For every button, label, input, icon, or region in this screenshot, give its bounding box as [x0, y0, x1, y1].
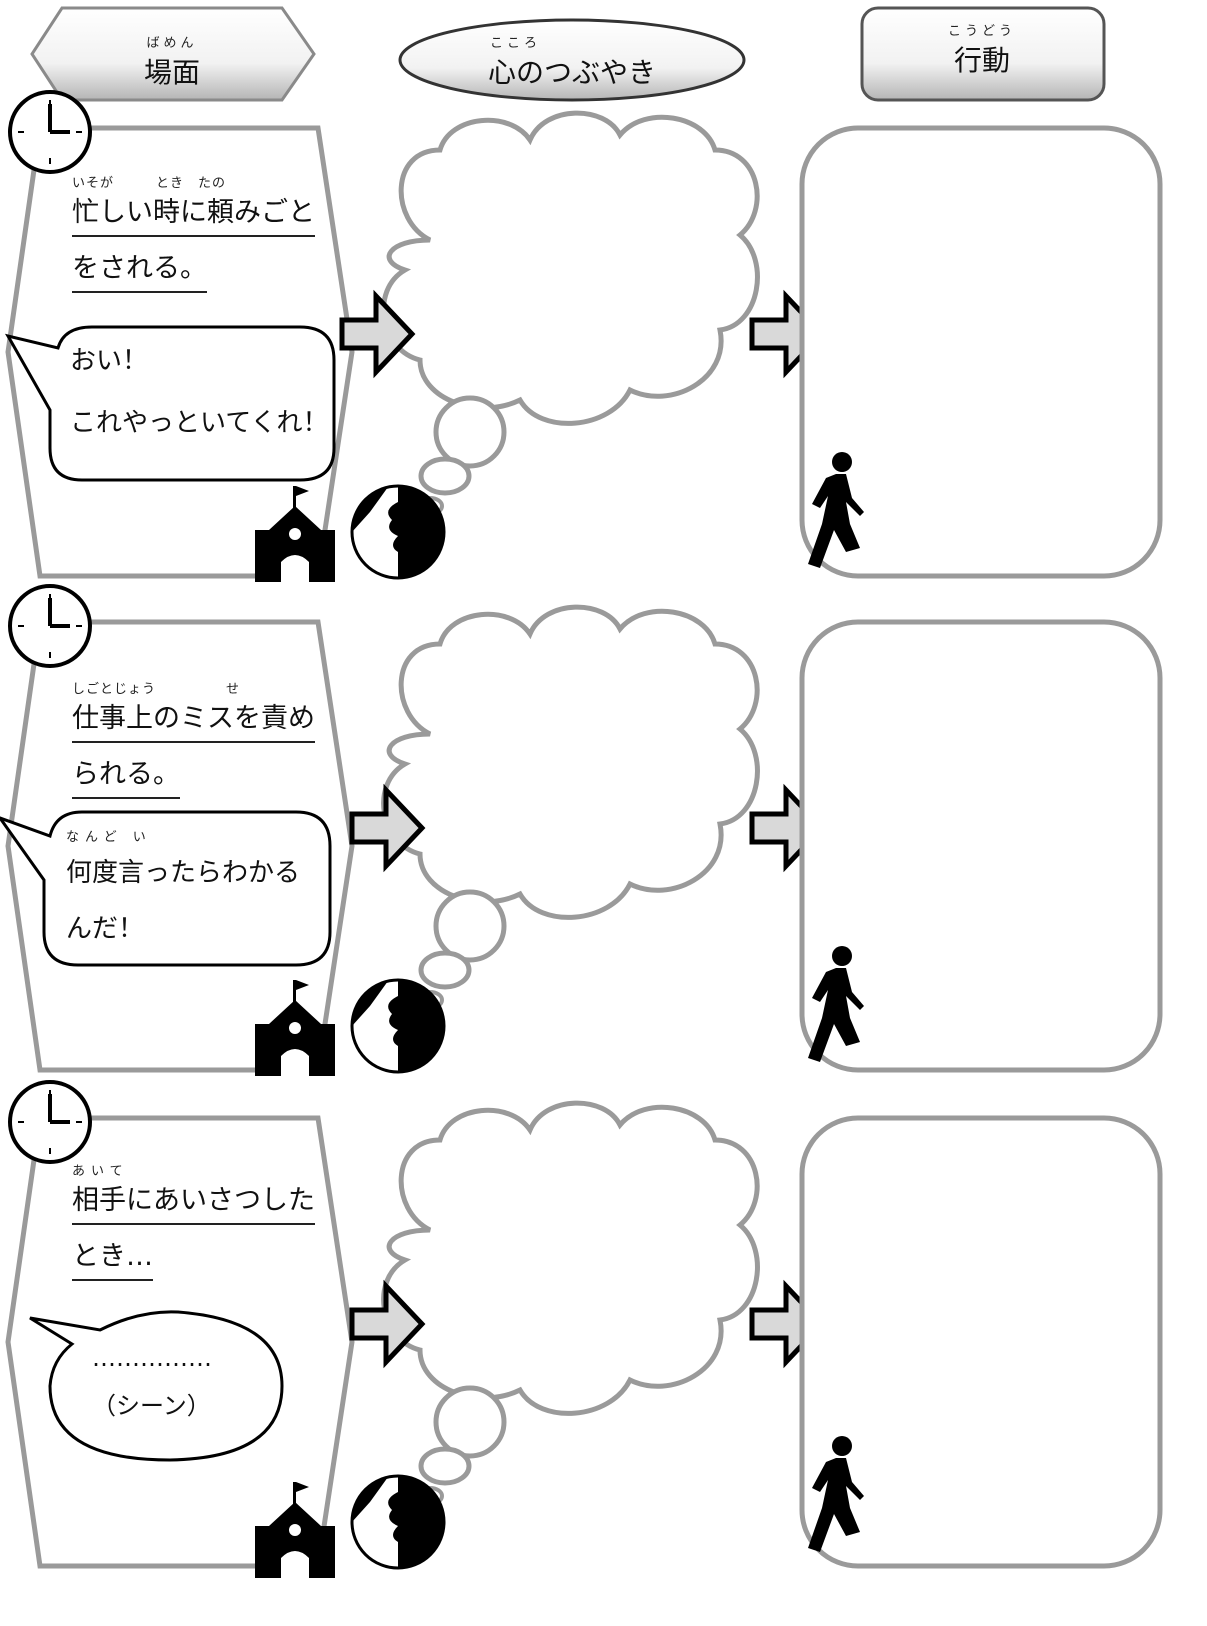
- action-panel: [799, 1115, 1163, 1569]
- speech-bubble-3: [29, 1310, 284, 1462]
- speech-line: おい！: [70, 346, 149, 376]
- scene-header-frame: [30, 6, 316, 102]
- action-header: こうどう 行動: [922, 20, 1042, 79]
- row-1-scene: いそが とき たの 忙しい時に頼みごと をされる。: [72, 172, 315, 303]
- row-2-speech: なんど い 何度言ったらわかる んだ！: [66, 826, 300, 957]
- action-header-label: 行動: [953, 44, 1010, 77]
- speech-bubble-2: [0, 810, 332, 967]
- scene-header-ruby: ばめん: [146, 36, 198, 51]
- scene-line: とき…: [72, 1235, 153, 1281]
- row-1-speech: おい！ これやっといてくれ！: [70, 330, 328, 454]
- mind-header-ruby: こころ: [490, 36, 542, 51]
- mind-header-label: 心のつぶやき: [487, 56, 656, 89]
- row-2-scene: しごとじょう せ 仕事上のミスを責め られる。: [72, 678, 315, 809]
- scene-line: 忙しい時に頼みごと: [72, 191, 315, 237]
- speech-line: ……………: [92, 1344, 212, 1372]
- scene-ruby: しごとじょう せ: [72, 682, 241, 697]
- mind-header-frame: [398, 18, 746, 102]
- scene-line: られる。: [72, 753, 180, 799]
- row-3-scene: あいて 相手にあいさつした とき…: [72, 1160, 315, 1291]
- speech-ruby: なんど い: [66, 830, 152, 845]
- scene-line: 相手にあいさつした: [72, 1179, 315, 1225]
- scene-ruby: あいて: [72, 1164, 129, 1179]
- row-3-speech: …………… （シーン）: [92, 1334, 212, 1430]
- speech-line: これやっといてくれ！: [70, 408, 329, 438]
- speech-bubble-1: [4, 325, 336, 482]
- mind-header: こころ 心のつぶやき: [462, 32, 682, 91]
- scene-line: をされる。: [72, 247, 207, 293]
- scene-line: 仕事上のミスを責め: [72, 697, 315, 743]
- action-panel: [799, 125, 1163, 579]
- action-header-frame: [860, 6, 1106, 102]
- action-header-ruby: こうどう: [947, 24, 1016, 39]
- scene-header: ばめん 場面: [112, 32, 232, 91]
- scene-header-label: 場面: [143, 56, 200, 89]
- action-panel: [799, 619, 1163, 1073]
- scene-ruby: いそが とき たの: [72, 176, 227, 191]
- speech-line: 何度言ったらわかる: [66, 858, 301, 888]
- speech-line: んだ！: [66, 914, 145, 944]
- speech-line: （シーン）: [92, 1392, 211, 1420]
